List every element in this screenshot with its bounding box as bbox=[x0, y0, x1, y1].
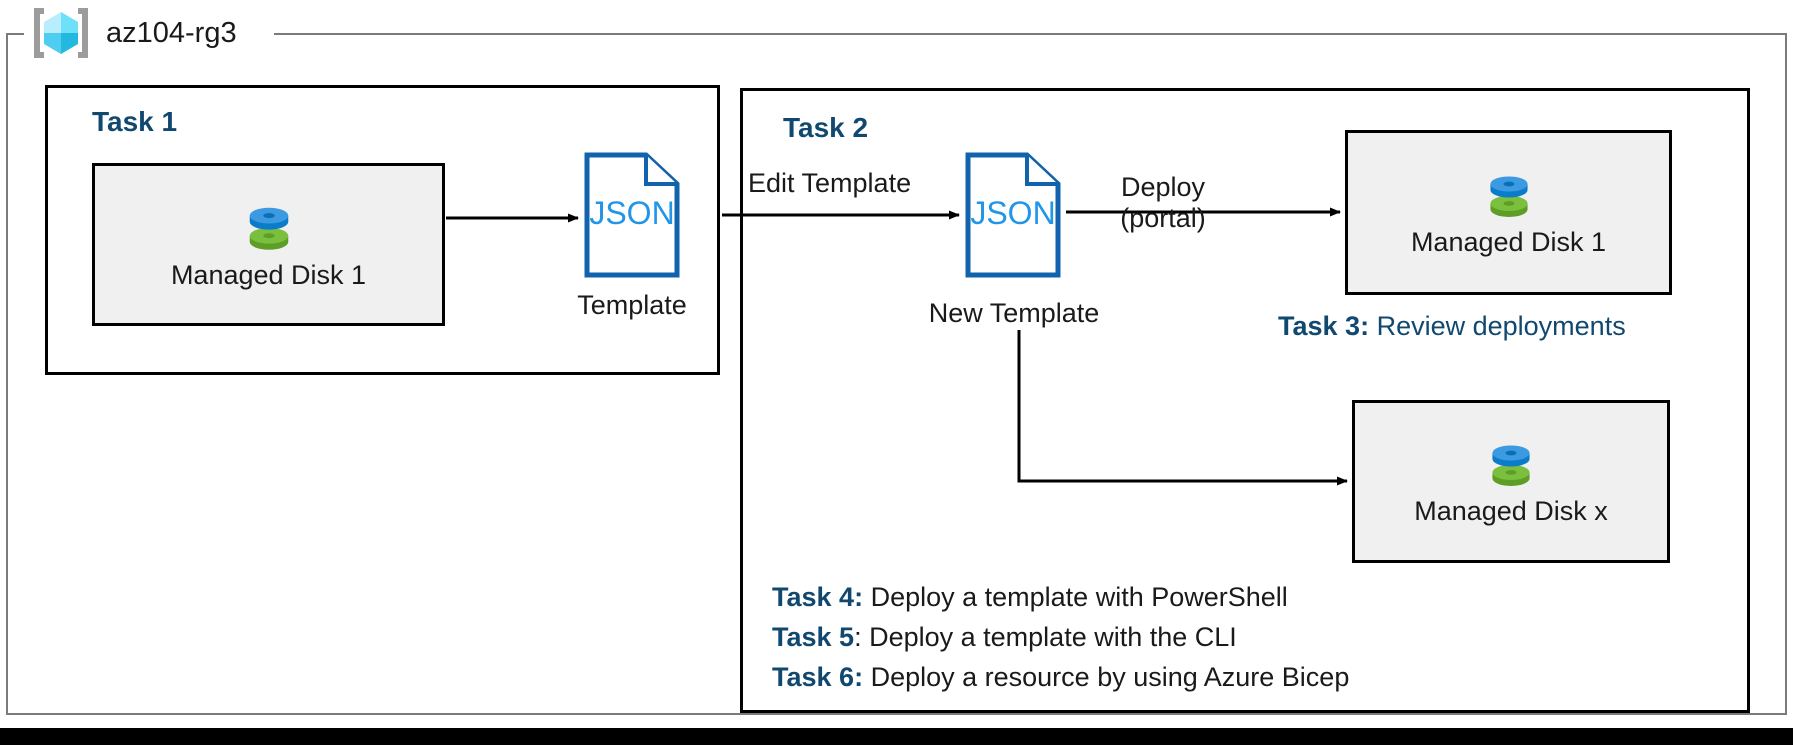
task1-managed-disk-1-box: Managed Disk 1 bbox=[92, 163, 445, 326]
edit-template-edge-label: Edit Template bbox=[748, 168, 912, 198]
task4-key: Task 4 bbox=[772, 582, 855, 612]
task4-note: Task 4: Deploy a template with PowerShel… bbox=[772, 582, 1288, 612]
task2-managed-disk-1-label: Managed Disk 1 bbox=[1410, 226, 1607, 257]
azure-resource-group-cube-icon bbox=[34, 8, 88, 58]
json-document-icon: JSON bbox=[584, 152, 680, 278]
task6-separator: : bbox=[854, 662, 864, 692]
json-badge-text: JSON bbox=[589, 195, 674, 231]
task5-note: Task 5: Deploy a template with the CLI bbox=[772, 622, 1237, 652]
deploy-edge-label-line1: Deploy bbox=[1120, 172, 1206, 202]
resource-group-name: az104-rg3 bbox=[106, 16, 237, 49]
task5-separator: : bbox=[854, 622, 862, 652]
document-fold bbox=[644, 155, 677, 186]
task3-note: Task 3: Review deployments bbox=[1278, 311, 1626, 341]
deploy-edge-label-line2: (portal) bbox=[1120, 203, 1206, 234]
task2-managed-disk-1-box: Managed Disk 1 bbox=[1345, 130, 1672, 295]
task3-separator: : bbox=[1360, 311, 1370, 341]
task1-template-caption: Template bbox=[577, 290, 687, 320]
task1-heading: Task 1 bbox=[92, 106, 178, 137]
deploy-edge-label: Deploy (portal) bbox=[1098, 172, 1228, 234]
task1-managed-disk-1-label: Managed Disk 1 bbox=[170, 259, 367, 290]
managed-disk-icon bbox=[1489, 176, 1528, 217]
task2-managed-disk-x-box: Managed Disk x bbox=[1352, 400, 1670, 563]
resource-group-frame bbox=[6, 33, 1787, 715]
task6-description: Deploy a resource by using Azure Bicep bbox=[870, 662, 1350, 692]
task2-managed-disk-x-label: Managed Disk x bbox=[1414, 495, 1608, 526]
task2-new-template-caption: New Template bbox=[928, 298, 1100, 328]
task2-heading: Task 2 bbox=[783, 112, 869, 143]
task4-separator: : bbox=[854, 582, 864, 612]
task5-description: Deploy a template with the CLI bbox=[869, 622, 1237, 652]
json-document-icon: JSON bbox=[965, 152, 1061, 278]
task2-box bbox=[740, 88, 1750, 713]
task3-description: Review deployments bbox=[1376, 311, 1626, 341]
task5-key: Task 5 bbox=[772, 622, 855, 652]
resource-group-header: az104-rg3 bbox=[30, 2, 237, 64]
document-fold bbox=[1025, 155, 1058, 186]
managed-disk-icon bbox=[249, 207, 288, 250]
task4-description: Deploy a template with PowerShell bbox=[870, 582, 1288, 612]
task6-note: Task 6: Deploy a resource by using Azure… bbox=[772, 662, 1350, 692]
managed-disk-icon bbox=[1492, 445, 1530, 486]
json-badge-text: JSON bbox=[970, 195, 1055, 231]
task1-box bbox=[45, 85, 720, 375]
task3-key: Task 3 bbox=[1278, 311, 1361, 341]
task6-key: Task 6 bbox=[772, 662, 855, 692]
bottom-black-bar bbox=[0, 728, 1793, 745]
